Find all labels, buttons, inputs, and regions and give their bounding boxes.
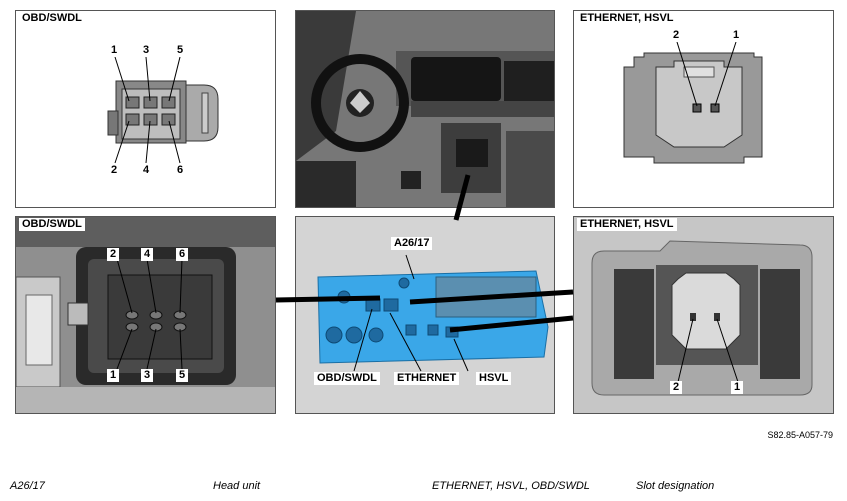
head-unit-component-label: A26/17 — [391, 237, 433, 250]
head-unit-panel: A26/17 OBD/SWDL ETHERNET HSVL — [295, 216, 555, 414]
obd-top-title: OBD/SWDL — [19, 12, 85, 25]
eth-top-pin-1: 1 — [730, 29, 742, 42]
obd-top-connector-illustration — [107, 56, 219, 164]
obd-bottom-pin-5: 5 — [176, 369, 188, 382]
eth-bottom-photo-illustration — [574, 217, 833, 413]
figure-code: S82.85-A057-79 — [767, 430, 833, 440]
eth-top-connector-illustration — [623, 41, 763, 164]
cockpit-photo-panel — [295, 10, 555, 208]
eth-top-pin-2: 2 — [670, 29, 682, 42]
eth-top-title: ETHERNET, HSVL — [577, 12, 677, 25]
eth-bottom-pin-2: 2 — [670, 381, 682, 394]
obd-top-pin-6: 6 — [174, 164, 186, 177]
legend-description-1: Head unit — [213, 480, 261, 492]
obd-bottom-pin-3: 3 — [141, 369, 153, 382]
legend-description-2: Slot designation — [636, 480, 715, 492]
head-unit-callout-ethernet: ETHERNET — [394, 372, 460, 385]
ethernet-hsvl-bottom-panel: ETHERNET, HSVL 2 1 — [573, 216, 834, 414]
obd-bottom-pin-1: 1 — [107, 369, 119, 382]
obd-top-pin-3: 3 — [140, 44, 152, 57]
obd-bottom-pin-4: 4 — [141, 248, 153, 261]
head-unit-callout-obd-swdl: OBD/SWDL — [314, 372, 380, 385]
obd-bottom-title: OBD/SWDL — [19, 218, 85, 231]
obd-top-pin-5: 5 — [174, 44, 186, 57]
legend-code-1: A26/17 — [10, 480, 45, 492]
cockpit-illustration — [296, 11, 554, 207]
ethernet-hsvl-top-panel: ETHERNET, HSVL 2 1 — [573, 10, 834, 208]
obd-top-pin-2: 2 — [108, 164, 120, 177]
obd-top-pin-1: 1 — [108, 44, 120, 57]
obd-bottom-photo-illustration — [16, 217, 275, 413]
eth-bottom-pin-1: 1 — [731, 381, 743, 394]
legend-code-2: ETHERNET, HSVL, OBD/SWDL — [432, 480, 590, 492]
obd-swdl-bottom-panel: OBD/SWDL 2 4 6 1 3 5 — [15, 216, 276, 414]
obd-bottom-pin-6: 6 — [176, 248, 188, 261]
obd-swdl-top-panel: OBD/SWDL 1 3 5 2 4 6 — [15, 10, 276, 208]
obd-bottom-pin-2: 2 — [107, 248, 119, 261]
obd-top-pin-4: 4 — [140, 164, 152, 177]
head-unit-callout-hsvl: HSVL — [476, 372, 512, 385]
eth-bottom-title: ETHERNET, HSVL — [577, 218, 677, 231]
